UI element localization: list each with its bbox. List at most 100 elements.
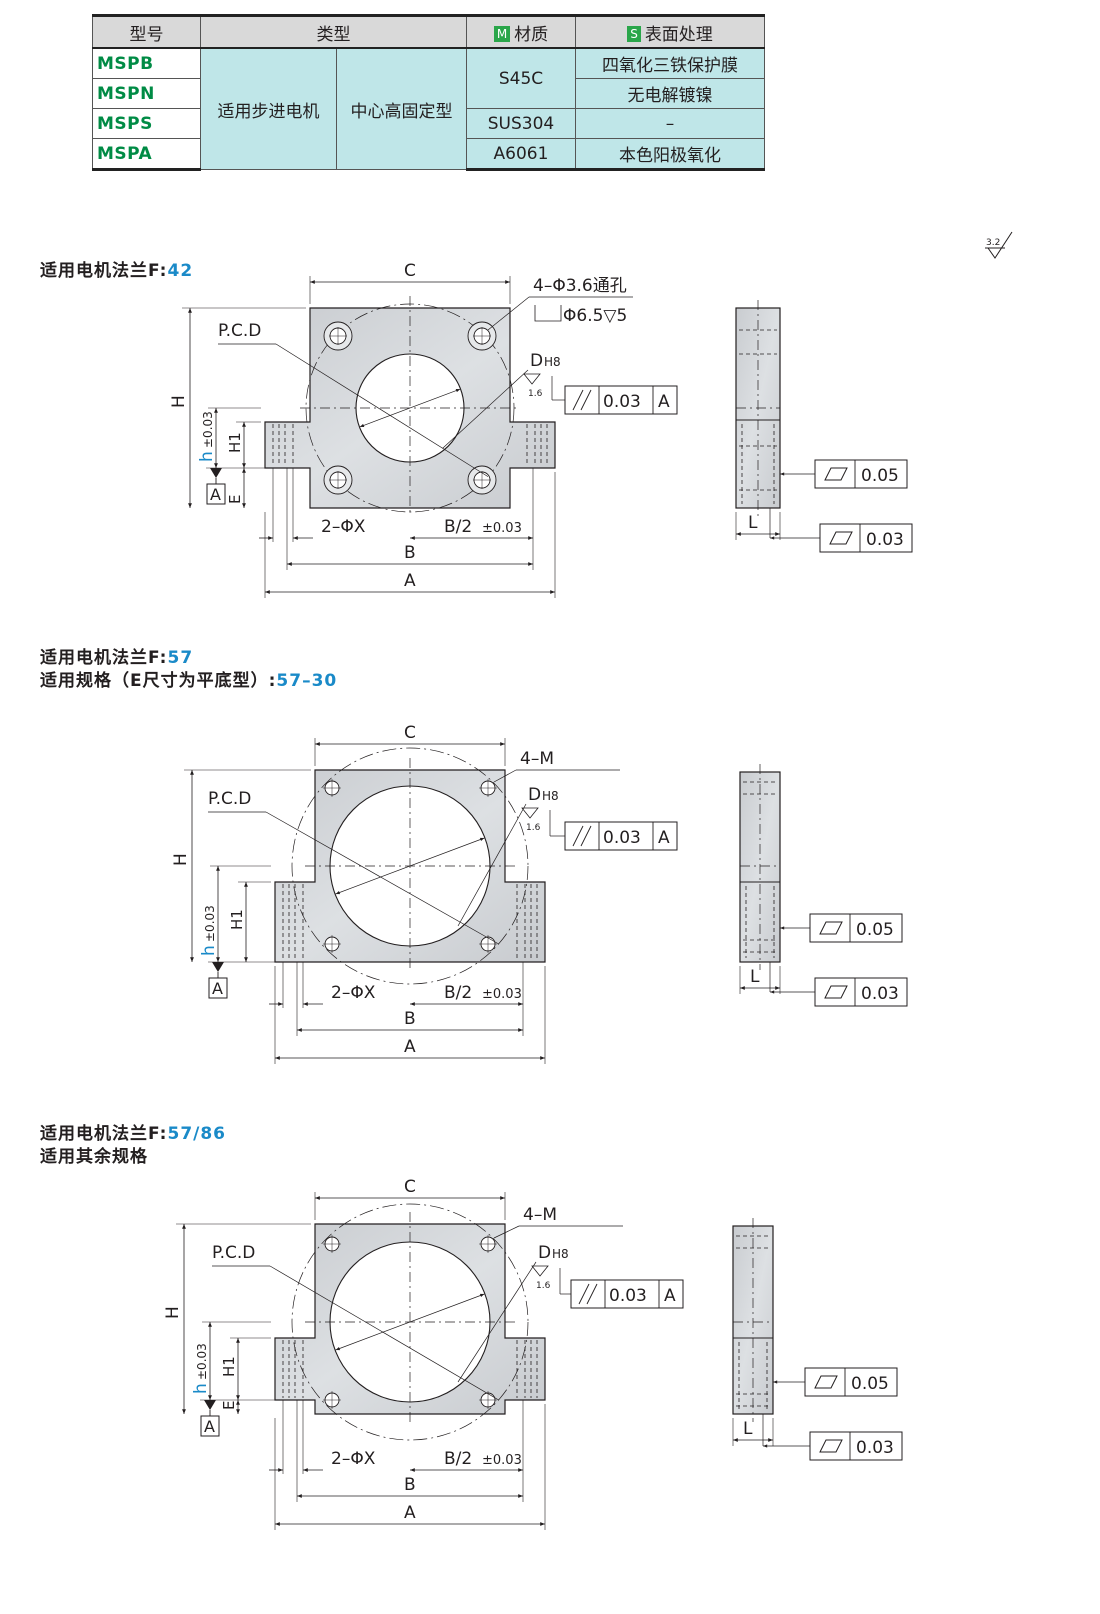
roughness-icon: [531, 1265, 549, 1277]
surface-cell: 本色阳极氧化: [575, 138, 765, 171]
roughness-icon: [521, 807, 539, 819]
surface-cell: 四氧化三铁保护膜: [575, 47, 765, 79]
dim-label-b: B: [404, 1009, 416, 1029]
dim-label-c: C: [404, 261, 416, 281]
hole-note: 4–Φ3.6通孔: [533, 276, 627, 296]
roughness-label: 1.6: [526, 823, 541, 833]
dim-label-h-tol: ±0.03: [195, 1343, 209, 1380]
dim-label-b2: B/2: [444, 1449, 472, 1469]
dim-label-a: A: [404, 571, 416, 591]
parallelism-datum: A: [658, 392, 670, 412]
dim-label-h-total: H: [163, 1306, 183, 1319]
flatness-1-tolerance: 0.05: [851, 1374, 889, 1394]
dim-label-h: h: [199, 945, 219, 956]
datum-label: A: [204, 1417, 215, 1436]
material-tag-icon: M: [493, 25, 511, 42]
dim-label-h-total: H: [169, 395, 189, 408]
flatness-icon: [824, 985, 848, 999]
dim-label-h1: H1: [220, 1356, 238, 1377]
hole-note: 4–M: [523, 1205, 557, 1225]
dim-label-e: E: [226, 495, 244, 504]
model-cell: MSPB: [92, 47, 201, 79]
parallel-icon: [572, 389, 584, 411]
datum-triangle-icon: [212, 962, 224, 972]
flatness-icon: [829, 531, 853, 545]
parallelism-tolerance: 0.03: [609, 1286, 647, 1306]
roughness-label: 1.6: [528, 389, 543, 399]
flatness-icon: [814, 1375, 838, 1389]
table-row: MSPB 适用步进电机 中心高固定型 S45C 四氧化三铁保护膜: [92, 47, 765, 170]
flatness-2-tolerance: 0.03: [866, 530, 904, 550]
bore-leader: [457, 1261, 537, 1383]
datum-triangle-icon: [204, 1400, 216, 1410]
dim-label-b: B: [404, 543, 416, 563]
parallel-icon: [586, 1283, 598, 1305]
section-3-subtitle: 适用其余规格: [40, 1147, 148, 1167]
bore-fit-label: H8: [542, 789, 559, 803]
datum-label: A: [210, 485, 221, 504]
section-2-subtitle: 适用规格（E尺寸为平底型）:57–30: [40, 671, 338, 691]
roughness-value: 3.2: [986, 238, 1000, 248]
flatness-icon: [819, 1439, 843, 1453]
type-cell-fixed: 中心高固定型: [336, 47, 467, 170]
parallelism-frame: [564, 385, 678, 415]
parallelism-tolerance: 0.03: [603, 392, 641, 412]
dim-label-h: h: [191, 1383, 211, 1394]
pcd-label: P.C.D: [218, 321, 261, 341]
table-row: MSPA A6061 本色阳极氧化: [92, 138, 765, 171]
counterbore-icon: [534, 305, 562, 322]
dim-label-h1: H1: [226, 432, 244, 453]
flatness-1-tolerance: 0.05: [861, 466, 899, 486]
dim-label-h1: H1: [228, 909, 246, 930]
pcd-circle: [291, 747, 529, 985]
pcd-label: P.C.D: [208, 789, 251, 809]
datum-frame: [206, 483, 226, 505]
bore-leader: [442, 369, 529, 449]
dim-label-h-tol: ±0.03: [201, 411, 215, 448]
flatness-2-tolerance: 0.03: [856, 1438, 894, 1458]
dim-label-x: 2–ΦX: [321, 517, 366, 537]
model-cell: MSPA: [92, 138, 201, 171]
hole-note-line2: Φ6.5▽5: [563, 306, 627, 326]
roughness-icon: [523, 373, 541, 385]
dim-label-h: h: [197, 451, 217, 462]
hole-note-leader: [493, 769, 517, 783]
model-cell: MSPS: [92, 108, 201, 139]
hole-note-leader: [487, 296, 530, 331]
surface-cell: 无电解镀镍: [575, 78, 765, 109]
bore-diameter-line: [335, 837, 485, 895]
section-1-title: 适用电机法兰F:42: [40, 261, 194, 281]
dim-label-b: B: [404, 1475, 416, 1495]
bore-diameter-line: [335, 1293, 485, 1351]
bore-d-label: D: [530, 351, 543, 371]
material-cell: A6061: [466, 138, 576, 171]
dim-label-b2: B/2: [444, 983, 472, 1003]
parallel-icon: [580, 825, 592, 847]
dim-label-b2-tol: ±0.03: [482, 521, 522, 536]
dim-label-x: 2–ΦX: [331, 1449, 376, 1469]
section-3-title: 适用电机法兰F:57/86: [40, 1124, 227, 1144]
bore-d-label: D: [528, 785, 541, 805]
dim-label-c: C: [404, 1177, 416, 1197]
parallel-icon: [578, 1283, 590, 1305]
pcd-label: P.C.D: [212, 1243, 255, 1263]
dim-label-c: C: [404, 723, 416, 743]
dim-label-b2: B/2: [444, 517, 472, 537]
dim-label-b2-tol: ±0.03: [482, 1453, 522, 1468]
roughness-label: 1.6: [536, 1281, 551, 1291]
hole-note-leader: [493, 1225, 520, 1239]
surface-tag-icon: S: [627, 25, 641, 42]
surface-cell: –: [575, 108, 765, 139]
bore-d-label: D: [538, 1243, 551, 1263]
dim-label-a: A: [404, 1503, 416, 1523]
parallelism-frame: [570, 1279, 684, 1309]
datum-frame: [208, 977, 228, 999]
parallelism-datum: A: [658, 828, 670, 848]
